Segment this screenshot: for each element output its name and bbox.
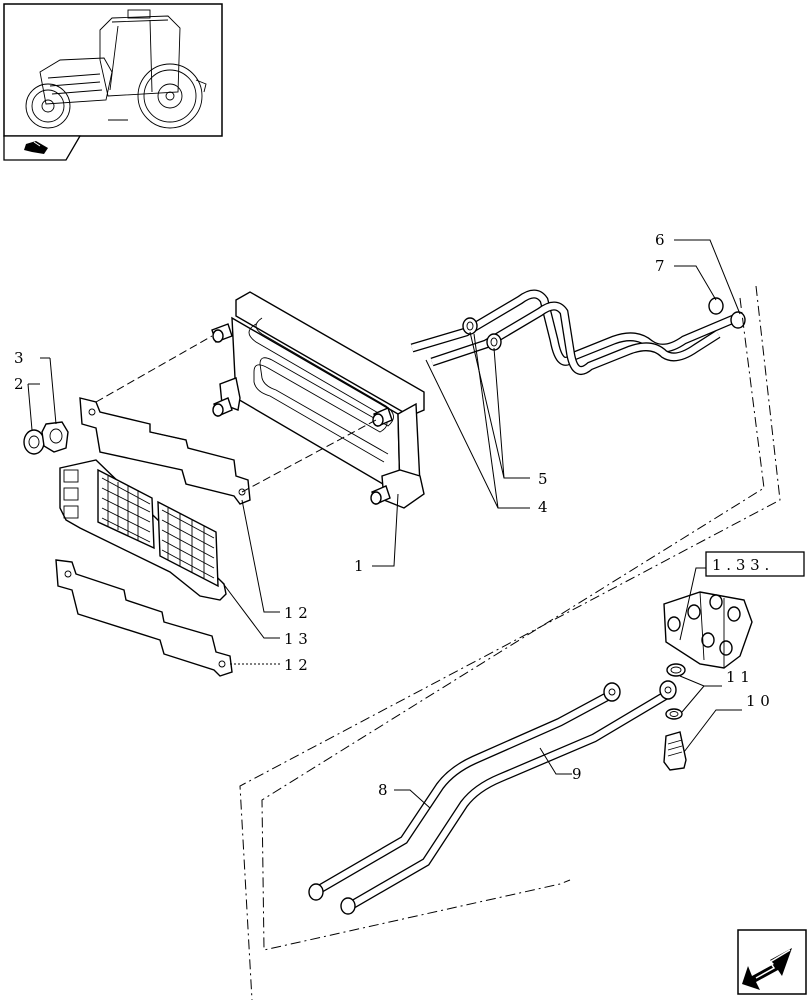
bracket-lower [55, 559, 233, 677]
callout-13: 1 3 [284, 630, 308, 648]
callout-11: 1 1 [726, 668, 750, 686]
callout-12-upper: 1 2 [284, 604, 308, 622]
nut [41, 421, 69, 453]
upper-pipe-7 [430, 301, 721, 375]
callout-10: 1 0 [746, 692, 770, 710]
callout-3: 3 [14, 349, 24, 367]
bracket-upper [79, 397, 251, 505]
reference-label[interactable]: 1 . 3 3 . [712, 556, 769, 574]
next-page-arrow-icon[interactable] [737, 929, 807, 995]
lower-pipe-8 [308, 682, 621, 901]
lower-pipe-9 [340, 680, 677, 915]
callout-7: 7 [655, 257, 665, 275]
callout-2: 2 [14, 375, 24, 393]
callout-4: 4 [538, 498, 548, 516]
callout-5: 5 [538, 470, 548, 488]
section-book-icon[interactable] [3, 135, 82, 161]
tractor-thumbnail-icon[interactable] [3, 3, 223, 137]
reference-box[interactable] [705, 551, 805, 577]
filter-screen [59, 459, 227, 601]
leader-lines [27, 239, 742, 809]
banjo-bolt [663, 731, 687, 771]
callout-9: 9 [572, 765, 582, 783]
callout-labels: 1 2 3 4 5 6 7 8 9 1 0 1 1 1 2 1 3 1 2 1 … [14, 231, 770, 799]
valve-block [663, 591, 753, 669]
washer [23, 429, 45, 455]
seal-ring [665, 663, 686, 720]
callout-12-lower: 1 2 [284, 656, 308, 674]
callout-8: 8 [378, 781, 388, 799]
callout-1: 1 [354, 557, 364, 575]
oil-cooler [211, 291, 425, 509]
callout-6: 6 [655, 231, 665, 249]
